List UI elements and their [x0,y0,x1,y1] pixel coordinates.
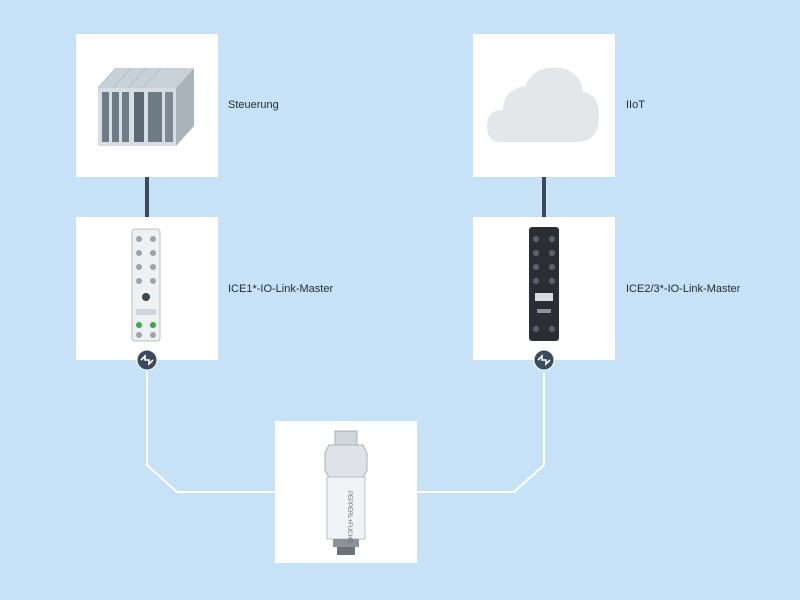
sensor-brand-text: PEPPERL+FUCHS [346,491,352,543]
master2-label: ICE2/3*-IO-Link-Master [626,283,741,295]
master1-label: ICE1*-IO-Link-Master [228,283,334,295]
master1-io-link-port-icon [136,349,158,371]
io-link-master-black-icon [529,227,559,341]
master2-io-link-port-icon [533,349,555,371]
plc-controller-icon [97,67,194,146]
controller-box [76,34,218,177]
io-link-master-white-icon [131,228,161,342]
master1-to-sensor-io-link-line [146,372,275,493]
master2-to-sensor-io-link-line [417,372,545,493]
master1-box [76,217,218,360]
cloud-icon [487,67,599,142]
cloud-box [473,34,615,177]
controller-label: Steuerung [228,99,279,111]
master2-box [473,217,615,360]
cloud-label: IIoT [626,99,645,111]
sensor-box: PEPPERL+FUCHS [275,421,417,563]
pressure-sensor-icon: PEPPERL+FUCHS [324,430,368,555]
